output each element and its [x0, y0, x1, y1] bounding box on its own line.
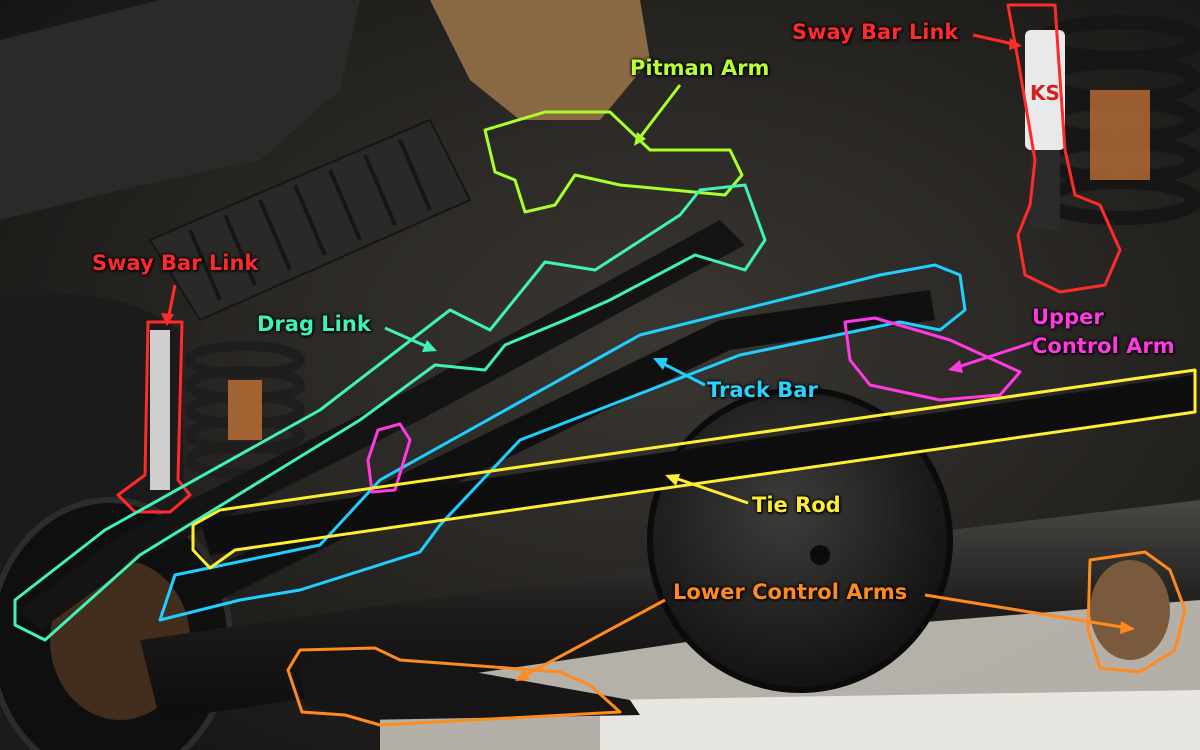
drag-link-outline — [13, 183, 767, 642]
upper-control-arm-outline-left — [366, 422, 412, 494]
drag-link-bar — [20, 220, 745, 630]
track-bar-arrow — [659, 360, 706, 387]
ground-bright — [600, 690, 1200, 750]
track-bar-outline — [158, 263, 967, 622]
lower-control-arms-label: Lower Control Arms — [673, 580, 908, 604]
track-bar-label: Track Bar — [707, 378, 818, 402]
upper-control-arm-label-line1: Upper — [1032, 305, 1104, 329]
tie-rod-arrow — [671, 475, 749, 505]
shock-brand-text: KS — [1030, 81, 1060, 105]
track-bar-bar — [180, 290, 935, 610]
sway-bar-link-left-label: Sway Bar Link — [92, 251, 259, 275]
upper-control-arm-outline — [843, 316, 1022, 402]
upper-control-arm-label-line2: Control Arm — [1032, 334, 1175, 358]
tie-rod-outline — [191, 368, 1197, 570]
sway-bar-link-left-outline — [116, 320, 192, 514]
frame-rail — [0, 0, 360, 220]
drag-link-label: Drag Link — [257, 312, 371, 336]
tie-rod-bar — [200, 375, 1195, 555]
pitman-arm-arrow — [636, 84, 682, 141]
left-sway-link-body — [150, 330, 170, 490]
lower-control-arm-right-arrow — [924, 593, 1129, 630]
sway-bar-link-right-label: Sway Bar Link — [792, 20, 959, 44]
tie-rod-label: Tie Rod — [752, 493, 841, 517]
drag-link-arrow — [384, 326, 431, 350]
upper-control-arm-arrow — [954, 338, 1041, 370]
lower-control-arm-left-outline — [286, 646, 622, 727]
lower-control-arm-bushing — [1090, 560, 1170, 660]
pitman-arm-label: Pitman Arm — [630, 56, 770, 80]
lower-control-arm-bar — [300, 655, 640, 720]
steering-box — [430, 0, 650, 120]
shock-absorber — [1025, 30, 1065, 150]
lower-control-arm-right-outline — [1086, 550, 1187, 674]
sway-bar-link-right-outline — [1006, 3, 1122, 294]
pitman-arm-outline — [483, 110, 744, 214]
lower-control-arm-left-arrow — [521, 598, 666, 679]
